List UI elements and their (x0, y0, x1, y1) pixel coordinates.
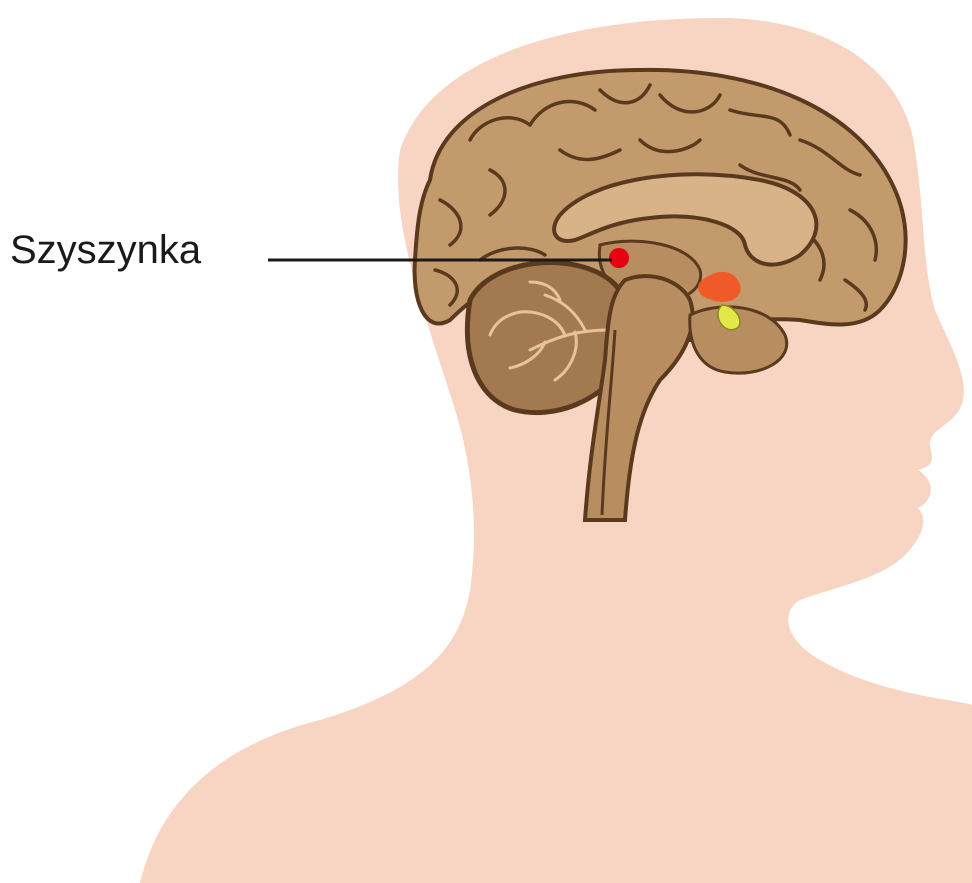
pineal-gland-label: Szyszynka (10, 226, 201, 274)
pineal-gland-dot (609, 248, 629, 268)
